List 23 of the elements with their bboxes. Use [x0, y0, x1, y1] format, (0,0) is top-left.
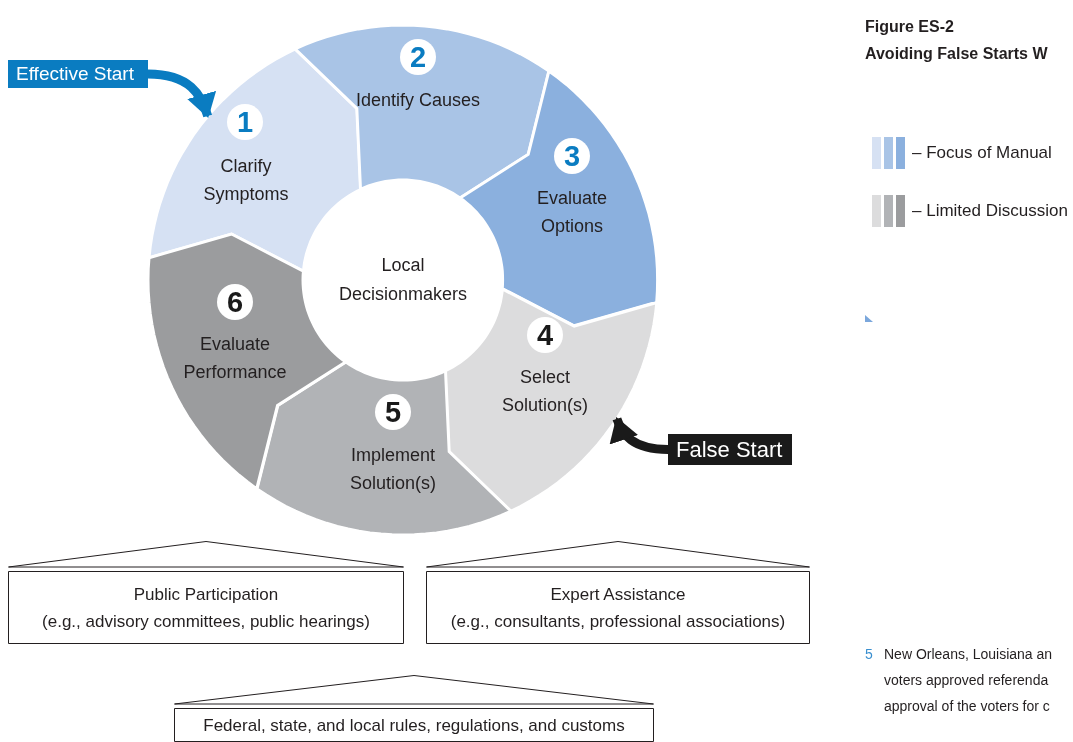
box-text: (e.g., advisory committees, public hearings) [42, 610, 370, 633]
arrow [610, 417, 669, 454]
footnote-text: approval of the voters for c [884, 698, 1050, 714]
banner-label: False Start [668, 434, 792, 465]
footnote-number: 5 [865, 646, 873, 662]
banner-label: Effective Start [8, 60, 148, 88]
box-text: (e.g., consultants, professional associations) [450, 610, 786, 633]
figure-title: Avoiding False Starts W [865, 45, 1048, 63]
footnote-text: voters approved referenda [884, 672, 1049, 688]
step-label: Evaluate Options [535, 187, 608, 238]
box-heading: Public Participation [133, 583, 279, 606]
footnote-text: New Orleans, Louisiana an [884, 646, 1053, 662]
step-label: Select Solution(s) [500, 366, 589, 417]
legend-text: – Limited Discussion [912, 201, 1068, 221]
step-label: Clarify Symptoms [202, 155, 290, 206]
arrow [147, 69, 216, 118]
step-label: Identify Causes [354, 89, 481, 112]
step-label: Evaluate Performance [182, 333, 288, 384]
box-heading: Federal, state, and local rules, regulations, and customs [203, 714, 625, 737]
box-heading: Expert Assistance [550, 583, 686, 606]
step-label: Implement Solution(s) [348, 444, 437, 495]
legend-text: – Focus of Manual [912, 143, 1052, 163]
figure-number: Figure ES-2 [865, 18, 954, 36]
